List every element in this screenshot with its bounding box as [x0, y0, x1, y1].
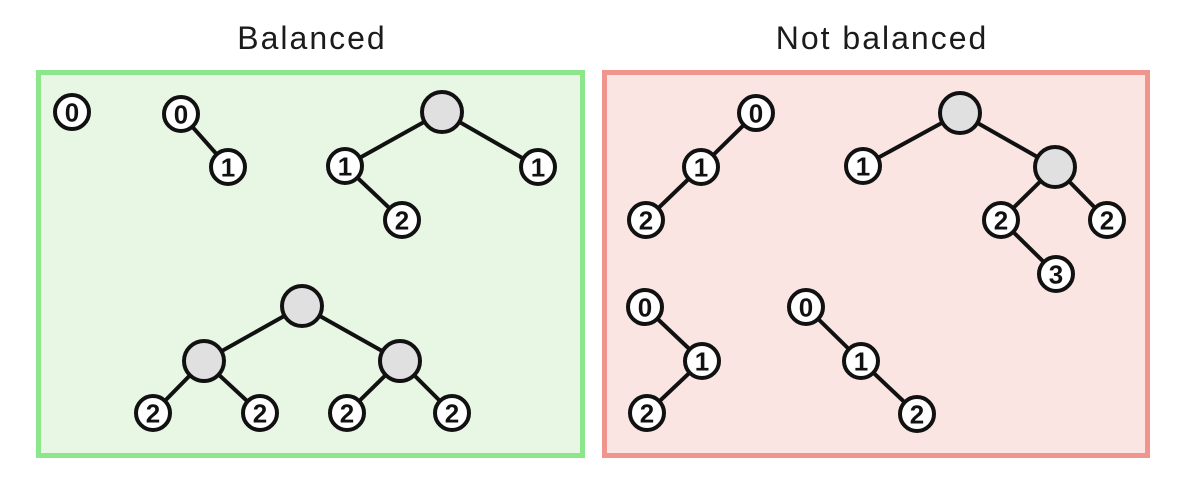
node-depth-label: 2 — [994, 205, 1008, 235]
tree-node — [134, 394, 172, 432]
balanced-tree-three-level-tree: 1 1 2 — [326, 90, 557, 239]
node-depth-label: 0 — [799, 292, 813, 322]
tree-node — [328, 394, 366, 432]
node-depth-label: 2 — [253, 398, 267, 428]
tree-node — [982, 201, 1020, 239]
node-depth-label: 1 — [854, 346, 868, 376]
node-depth-label: 3 — [1049, 259, 1063, 289]
tree-node — [383, 201, 421, 239]
tree-internal-node — [378, 339, 422, 383]
node-depth-label: 2 — [146, 398, 160, 428]
balanced-tree-two-node-right-chain: 01 — [162, 95, 247, 186]
balanced-title: Balanced — [237, 20, 386, 56]
not-balanced-panel-group: 0 1 2 1 2 2 3 0 1 2 0 1 2 — [602, 70, 1150, 458]
tree-internal-node — [280, 284, 324, 328]
tree-node — [737, 94, 775, 132]
node-depth-label: 0 — [174, 99, 188, 129]
node-depth-label: 0 — [65, 97, 79, 127]
tree-node — [326, 147, 364, 185]
node-depth-label: 2 — [1100, 205, 1114, 235]
not-balanced-title: Not balanced — [776, 20, 989, 56]
tree-node — [162, 95, 200, 133]
tree-node — [519, 148, 557, 186]
node-depth-label: 1 — [531, 152, 545, 182]
tree-node — [626, 288, 664, 326]
balanced-panel — [36, 70, 585, 458]
node-depth-label: 2 — [640, 398, 654, 428]
balanced-tree-perfect-three-level-tree: 2 2 2 2 — [134, 284, 471, 432]
node-depth-label: 1 — [856, 151, 870, 181]
tree-node — [787, 288, 825, 326]
tree-node — [241, 394, 279, 432]
tree-node — [209, 148, 247, 186]
node-depth-label: 0 — [749, 98, 763, 128]
tree-internal-node — [420, 90, 464, 134]
not-balanced-tree-right-heavy-tree: 1 2 2 3 — [844, 91, 1126, 293]
node-depth-label: 1 — [221, 152, 235, 182]
node-depth-label: 2 — [445, 398, 459, 428]
tree-node — [682, 148, 720, 186]
node-depth-label: 1 — [695, 346, 709, 376]
tree-node — [683, 342, 721, 380]
node-depth-label: 2 — [910, 399, 924, 429]
node-depth-label: 1 — [338, 151, 352, 181]
tree-node — [1037, 255, 1075, 293]
not-balanced-tree-zigzag-chain: 0 1 2 — [626, 288, 721, 432]
node-depth-label: 0 — [638, 292, 652, 322]
tree-node — [628, 394, 666, 432]
tree-internal-node — [938, 91, 982, 135]
node-depth-label: 2 — [639, 205, 653, 235]
node-depth-label: 1 — [694, 152, 708, 182]
tree-node — [898, 395, 936, 433]
tree-node — [53, 93, 91, 131]
tree-node — [627, 201, 665, 239]
node-depth-label: 2 — [340, 398, 354, 428]
not-balanced-tree-right-leaning-chain: 0 1 2 — [787, 288, 936, 433]
tree-internal-node — [182, 339, 226, 383]
balanced-tree-single-node: 0 — [53, 93, 91, 131]
tree-node — [433, 394, 471, 432]
tree-node — [842, 342, 880, 380]
tree-node — [844, 147, 882, 185]
not-balanced-tree-left-leaning-chain: 0 1 2 — [627, 94, 775, 239]
tree-internal-node — [1033, 145, 1077, 189]
tree-node — [1088, 201, 1126, 239]
node-depth-label: 2 — [395, 205, 409, 235]
